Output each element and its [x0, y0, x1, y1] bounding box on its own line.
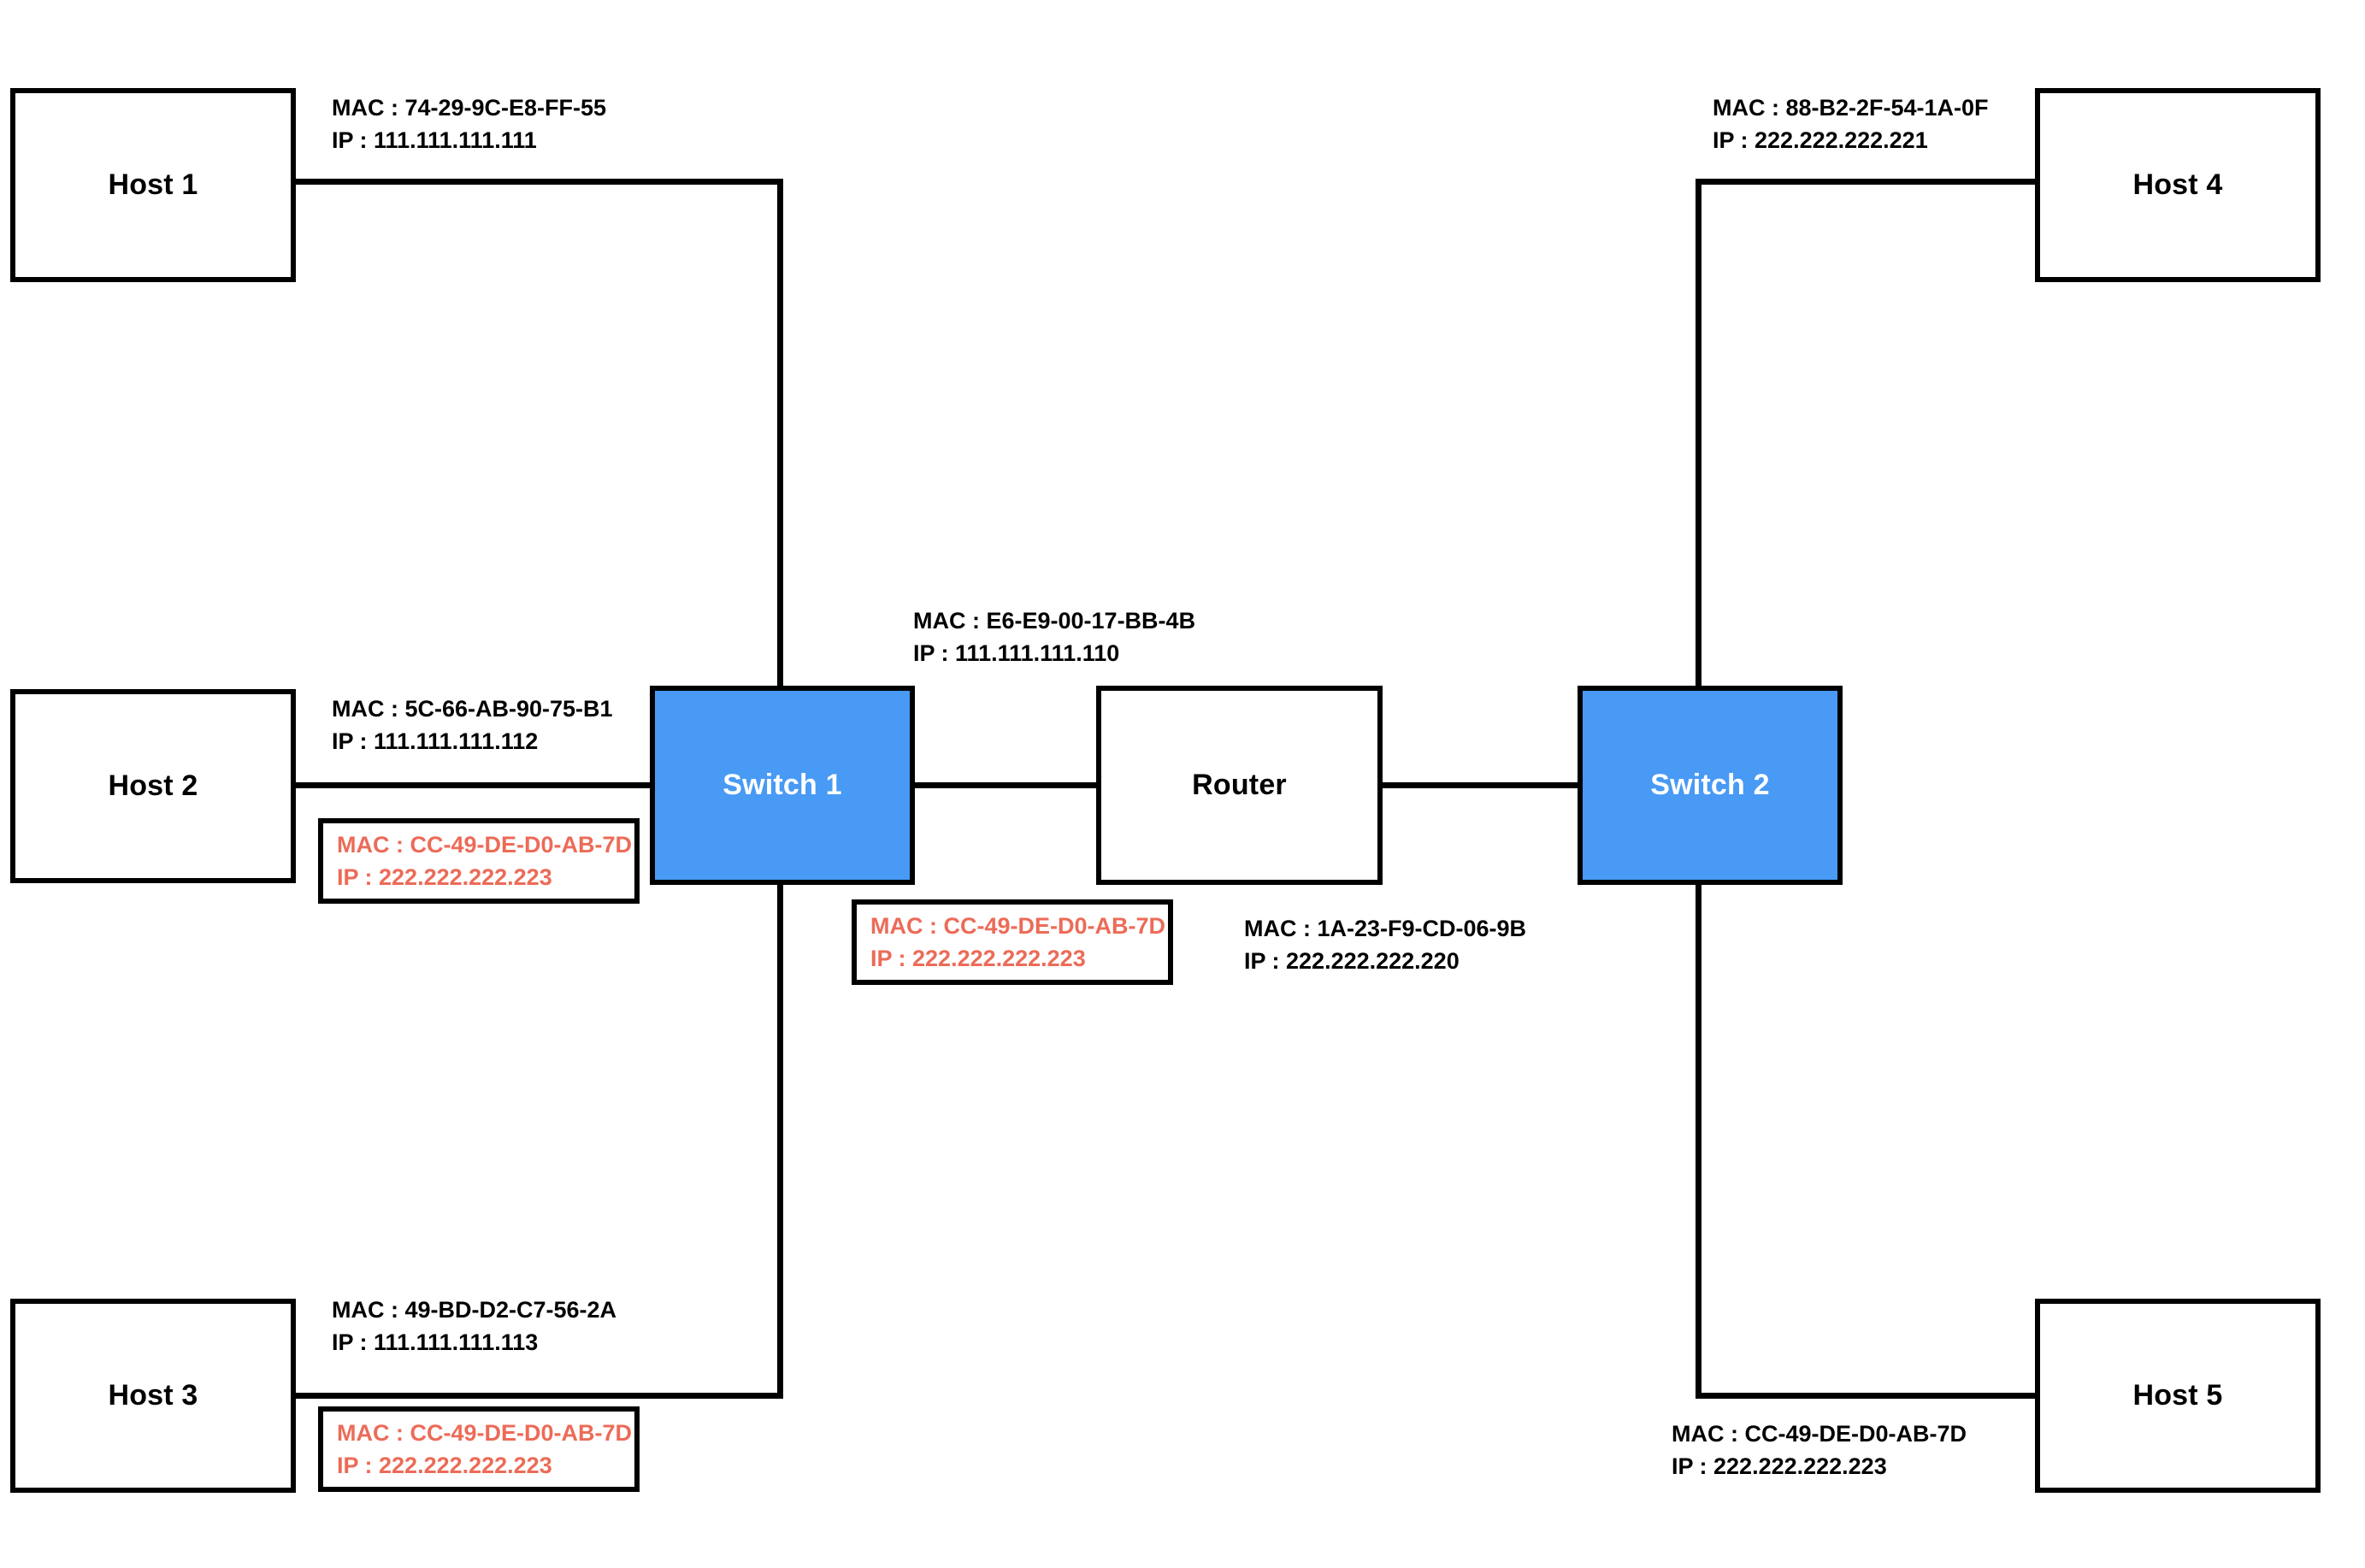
node-host2[interactable]: Host 2: [10, 689, 296, 883]
link-host1-trunk-horizontal: [291, 179, 782, 185]
node-host3-label: Host 3: [108, 1379, 198, 1412]
annotation-host5-ip: IP : 222.222.222.223: [1672, 1453, 1887, 1480]
link-switch1-router: [915, 782, 1096, 788]
node-switch2[interactable]: Switch 2: [1578, 686, 1843, 885]
annotation-host1-ip: IP : 111.111.111.111: [332, 127, 537, 154]
annotation-host4-mac: MAC : 88-B2-2F-54-1A-0F: [1713, 95, 1989, 121]
callout-host3-spoof: MAC : CC-49-DE-D0-AB-7D IP : 222.222.222…: [318, 1406, 640, 1492]
callout-switch1-spoof-mac: MAC : CC-49-DE-D0-AB-7D: [870, 912, 1166, 939]
node-switch1-label: Switch 1: [722, 769, 842, 801]
annotation-host2: MAC : 5C-66-AB-90-75-B1 IP : 111.111.111…: [332, 693, 613, 758]
callout-switch1-spoof-ip: IP : 222.222.222.223: [870, 946, 1086, 971]
node-host5-label: Host 5: [2132, 1379, 2223, 1412]
callout-host2-spoof-ip: IP : 222.222.222.223: [337, 864, 552, 890]
node-host1[interactable]: Host 1: [10, 88, 296, 282]
node-switch1[interactable]: Switch 1: [650, 686, 915, 885]
node-host2-label: Host 2: [108, 769, 198, 802]
node-host4-label: Host 4: [2132, 168, 2223, 201]
annotation-switch1: MAC : E6-E9-00-17-BB-4B IP : 111.111.111…: [913, 604, 1195, 670]
annotation-host1-mac: MAC : 74-29-9C-E8-FF-55: [332, 95, 607, 121]
link-host3-trunk-horizontal: [291, 1393, 782, 1399]
callout-switch1-spoof: MAC : CC-49-DE-D0-AB-7D IP : 222.222.222…: [852, 899, 1173, 985]
annotation-host2-mac: MAC : 5C-66-AB-90-75-B1: [332, 696, 613, 722]
annotation-host5: MAC : CC-49-DE-D0-AB-7D IP : 222.222.222…: [1672, 1418, 1967, 1483]
annotation-host4-ip: IP : 222.222.222.221: [1713, 127, 1928, 154]
node-host3[interactable]: Host 3: [10, 1299, 296, 1493]
annotation-router-ip: IP : 222.222.222.220: [1244, 948, 1460, 975]
link-switch2-host5-vertical: [1696, 881, 1702, 1399]
annotation-router-mac: MAC : 1A-23-F9-CD-06-9B: [1244, 916, 1527, 941]
annotation-host3-ip: IP : 111.111.111.113: [332, 1329, 539, 1356]
link-host2-switch1: [291, 782, 650, 788]
callout-host3-spoof-mac: MAC : CC-49-DE-D0-AB-7D: [337, 1419, 633, 1446]
link-router-switch2: [1381, 782, 1578, 788]
annotation-host1: MAC : 74-29-9C-E8-FF-55 IP : 111.111.111…: [332, 91, 606, 157]
node-host5[interactable]: Host 5: [2035, 1299, 2321, 1493]
callout-host2-spoof-mac: MAC : CC-49-DE-D0-AB-7D: [337, 831, 633, 858]
annotation-host3: MAC : 49-BD-D2-C7-56-2A IP : 111.111.111…: [332, 1294, 616, 1359]
callout-host3-spoof-ip: IP : 222.222.222.223: [337, 1453, 552, 1478]
annotation-host2-ip: IP : 111.111.111.112: [332, 728, 539, 755]
node-router-label: Router: [1192, 769, 1287, 801]
node-router[interactable]: Router: [1096, 686, 1383, 885]
annotation-router: MAC : 1A-23-F9-CD-06-9B IP : 222.222.222…: [1244, 912, 1526, 978]
annotation-host5-mac: MAC : CC-49-DE-D0-AB-7D: [1672, 1421, 1967, 1447]
link-host4-trunk-horizontal: [1696, 179, 2038, 185]
node-switch2-label: Switch 2: [1650, 769, 1770, 801]
annotation-host3-mac: MAC : 49-BD-D2-C7-56-2A: [332, 1297, 617, 1323]
annotation-switch1-ip: IP : 111.111.111.110: [913, 640, 1120, 667]
link-switch2-host4-vertical: [1696, 179, 1702, 692]
callout-host2-spoof: MAC : CC-49-DE-D0-AB-7D IP : 222.222.222…: [318, 818, 640, 904]
link-host5-trunk-horizontal: [1696, 1393, 2038, 1399]
annotation-switch1-mac: MAC : E6-E9-00-17-BB-4B: [913, 608, 1196, 634]
annotation-host4: MAC : 88-B2-2F-54-1A-0F IP : 222.222.222…: [1713, 91, 1989, 157]
node-host4[interactable]: Host 4: [2035, 88, 2321, 282]
node-host1-label: Host 1: [108, 168, 198, 201]
